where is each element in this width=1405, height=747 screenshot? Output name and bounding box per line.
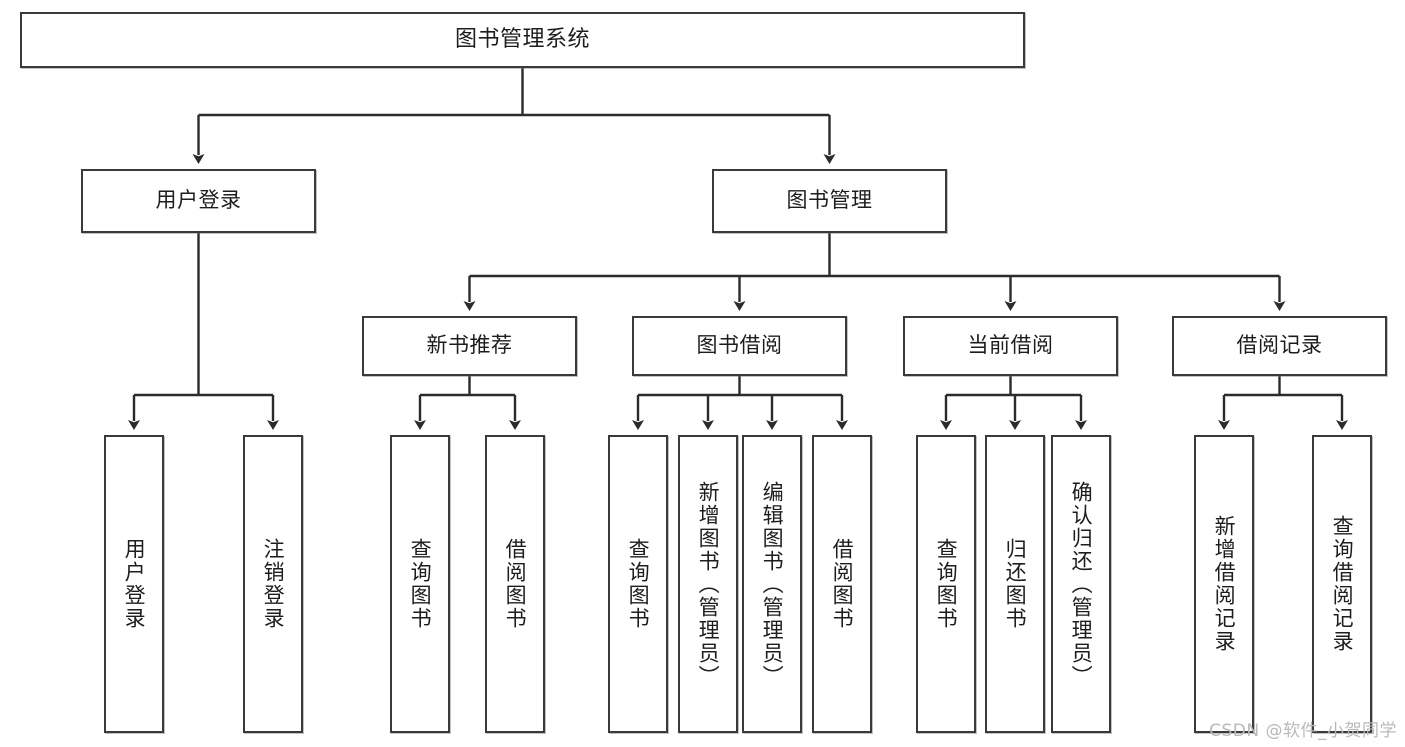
node-label: 新增借阅记录: [1212, 515, 1237, 653]
node-leaf-return-book[interactable]: 归还图书: [985, 435, 1045, 733]
node-label: 查询图书: [408, 538, 433, 630]
node-label: 查询图书: [934, 538, 959, 630]
node-label: 注销登录: [261, 538, 286, 630]
node-label: 借阅图书: [503, 538, 528, 630]
node-leaf-borrow-query[interactable]: 查询图书: [608, 435, 668, 733]
node-leaf-logout[interactable]: 注销登录: [243, 435, 303, 733]
node-leaf-confirm-return[interactable]: 确认归还（管理员）: [1051, 435, 1111, 733]
node-label: 图书管理: [786, 188, 873, 213]
node-user-login[interactable]: 用户登录: [81, 169, 316, 233]
node-label: 查询图书: [626, 538, 651, 630]
node-label: 编辑图书（管理员）: [760, 480, 785, 688]
node-label: 新书推荐: [426, 333, 513, 358]
node-label: 用户登录: [122, 538, 147, 630]
node-leaf-rec-query[interactable]: 查询图书: [390, 435, 450, 733]
node-label: 归还图书: [1003, 538, 1028, 630]
node-label: 确认归还（管理员）: [1069, 480, 1094, 688]
node-leaf-record-query[interactable]: 查询借阅记录: [1312, 435, 1372, 733]
node-root[interactable]: 图书管理系统: [20, 12, 1025, 68]
node-label: 查询借阅记录: [1330, 515, 1355, 653]
node-leaf-cur-query[interactable]: 查询图书: [916, 435, 976, 733]
node-book-borrow[interactable]: 图书借阅: [632, 316, 847, 376]
node-book-manage[interactable]: 图书管理: [712, 169, 947, 233]
node-label: 图书管理系统: [454, 26, 590, 52]
node-leaf-user-login[interactable]: 用户登录: [104, 435, 164, 733]
node-label: 借阅图书: [830, 538, 855, 630]
node-leaf-borrow-book[interactable]: 借阅图书: [812, 435, 872, 733]
node-leaf-book-add[interactable]: 新增图书（管理员）: [678, 435, 738, 733]
node-label: 图书借阅: [696, 333, 783, 358]
node-label: 新增图书（管理员）: [696, 480, 721, 688]
node-leaf-book-edit[interactable]: 编辑图书（管理员）: [742, 435, 802, 733]
node-leaf-record-add[interactable]: 新增借阅记录: [1194, 435, 1254, 733]
node-label: 当前借阅: [967, 333, 1054, 358]
node-label: 借阅记录: [1236, 333, 1323, 358]
node-leaf-rec-borrow[interactable]: 借阅图书: [485, 435, 545, 733]
node-label: 用户登录: [155, 188, 242, 213]
node-borrow-record[interactable]: 借阅记录: [1172, 316, 1387, 376]
node-current-borrow[interactable]: 当前借阅: [903, 316, 1118, 376]
node-new-book-rec[interactable]: 新书推荐: [362, 316, 577, 376]
